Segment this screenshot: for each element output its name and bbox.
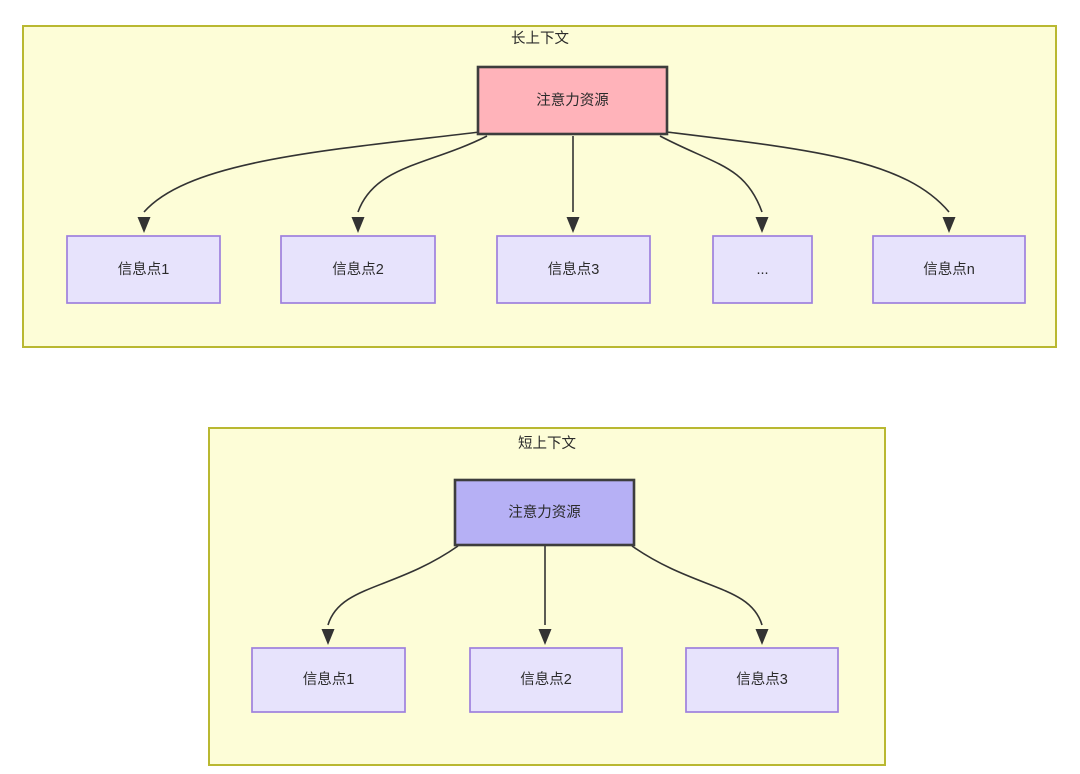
info-node-long-3-label: 信息点3 <box>548 261 600 278</box>
info-node-short-2[interactable]: 信息点2 <box>469 647 623 713</box>
info-node-long-ellipsis-label: ... <box>756 262 768 278</box>
attention-resource-short-rect[interactable] <box>453 478 636 547</box>
long-context-edges <box>137 131 956 233</box>
arrowhead-info3 <box>566 217 580 233</box>
edge-attention-short-to-info1 <box>327 545 459 626</box>
info-node-long-n-label: 信息点n <box>923 261 975 278</box>
info-node-long-2-label: 信息点2 <box>332 261 384 278</box>
info-node-short-1-rect[interactable] <box>251 647 406 713</box>
arrowhead-short-info1 <box>321 629 335 645</box>
info-node-short-3-label: 信息点3 <box>736 671 788 688</box>
long-context-title: 长上下文 <box>511 30 569 47</box>
arrowhead-infon <box>942 217 956 233</box>
arrowhead-short-info2 <box>538 629 552 645</box>
arrowhead-info2 <box>351 217 365 233</box>
arrowhead-info1 <box>137 217 151 233</box>
short-context-edges <box>321 545 769 645</box>
arrowhead-ellipsis <box>755 217 769 233</box>
edge-attention-short-to-info3 <box>631 545 763 626</box>
info-node-short-1[interactable]: 信息点1 <box>251 647 406 713</box>
attention-resource-short[interactable]: 注意力资源 <box>453 478 636 547</box>
info-node-long-1-label: 信息点1 <box>118 261 170 278</box>
edge-attention-to-infon <box>666 131 950 213</box>
attention-resource-long-rect[interactable] <box>476 65 669 136</box>
info-node-short-1-label: 信息点1 <box>303 671 355 688</box>
attention-resource-long-label: 注意力资源 <box>536 91 609 109</box>
info-node-long-ellipsis-rect[interactable] <box>712 235 813 304</box>
info-node-long-2-rect[interactable] <box>280 235 436 304</box>
info-node-long-n[interactable]: 信息点n <box>872 235 1026 304</box>
info-node-long-3[interactable]: 信息点3 <box>496 235 651 304</box>
attention-resource-long[interactable]: 注意力资源 <box>476 65 669 136</box>
edge-attention-to-info1 <box>143 131 481 213</box>
info-node-long-1[interactable]: 信息点1 <box>66 235 221 304</box>
info-node-short-2-label: 信息点2 <box>520 671 572 688</box>
attention-resource-short-label: 注意力资源 <box>508 503 581 521</box>
info-node-short-3[interactable]: 信息点3 <box>685 647 839 713</box>
info-node-long-1-rect[interactable] <box>66 235 221 304</box>
info-node-long-3-rect[interactable] <box>496 235 651 304</box>
info-node-long-2[interactable]: 信息点2 <box>280 235 436 304</box>
info-node-short-3-rect[interactable] <box>685 647 839 713</box>
info-node-long-n-rect[interactable] <box>872 235 1026 304</box>
info-node-long-ellipsis[interactable]: ... <box>712 235 813 304</box>
arrowhead-short-info3 <box>755 629 769 645</box>
long-context-panel: 长上下文 注意力资源 信息 <box>22 25 1057 348</box>
short-context-title: 短上下文 <box>518 435 576 452</box>
short-context-panel-rect <box>208 427 886 766</box>
short-context-panel: 短上下文 注意力资源 信息点1 信息点2 <box>208 427 886 766</box>
edge-attention-to-info2 <box>357 135 488 213</box>
info-node-short-2-rect[interactable] <box>469 647 623 713</box>
edge-attention-to-ellipsis <box>659 135 763 213</box>
